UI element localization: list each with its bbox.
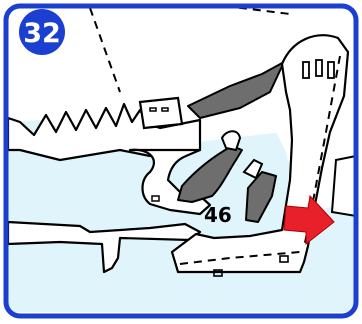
- jaw-tab: [140, 98, 182, 128]
- step-number: 32: [23, 18, 61, 49]
- right-sheet: [332, 156, 356, 216]
- part-number-label: 46: [204, 203, 232, 227]
- hook-piece: [222, 131, 240, 150]
